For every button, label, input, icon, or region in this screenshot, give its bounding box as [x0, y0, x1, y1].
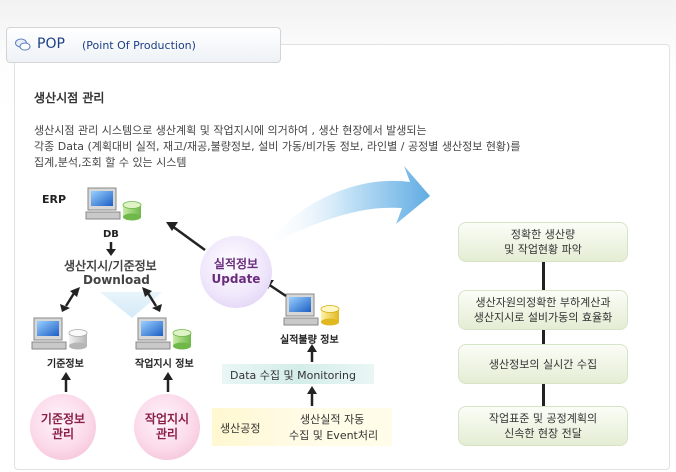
monitoring-label: Data 수집 및 Monitoring	[230, 369, 356, 382]
work-order-mgmt-line1: 작업지시	[144, 412, 190, 426]
auto-collect-line2: 수집 및 Event처리	[289, 429, 379, 442]
section-heading: 생산시점 관리	[34, 91, 105, 105]
base-info-label: 기준정보	[47, 359, 84, 370]
download-funnel	[100, 292, 162, 318]
description-line-1: 생산시점 관리 시스템으로 생산계획 및 작업지시에 의거하여 , 생산 현장에…	[34, 124, 427, 137]
step-connector	[542, 262, 545, 290]
page-title: POP	[37, 36, 65, 52]
db-label: DB	[103, 229, 119, 240]
work-order-info-label: 작업지시 정보	[135, 359, 194, 370]
erp-computer-icon	[85, 187, 142, 221]
benefit-step-1-line2: 및 작업현황 파악	[504, 243, 582, 256]
defect-info-label: 실적불량 정보	[280, 335, 339, 346]
big-curved-arrow-icon	[262, 166, 430, 248]
auto-collect-line1: 생산실적 자동	[300, 413, 365, 426]
description-line-2: 각종 Data (계획대비 실적, 재고/재공,불량정보, 설비 가동/비가동 …	[34, 140, 521, 153]
benefit-step-4-line1: 작업표준 및 공정계획의	[488, 412, 598, 425]
monitoring-band	[222, 364, 374, 384]
benefit-step-2: 생산자원의정확한 부하계산과 생산지시로 설비가동의 효율화	[458, 290, 628, 330]
erp-label: ERP	[42, 193, 67, 206]
result-update-line2: Update	[211, 272, 261, 286]
benefit-step-2-line1: 생산자원의정확한 부하계산과	[475, 296, 611, 309]
benefit-step-4-line2: 신속한 현장 전달	[504, 427, 582, 440]
process-label: 생산공정	[220, 422, 261, 435]
step-connector	[542, 384, 545, 406]
benefit-step-3-line1: 생산정보의 실시간 수집	[488, 357, 598, 371]
download-label-line2: Download	[83, 273, 150, 287]
defect-info-computer-icon	[283, 293, 340, 326]
base-info-management-node: 기준정보 관리	[30, 394, 96, 460]
title-tab: POP (Point Of Production)	[6, 27, 281, 63]
benefit-step-3: 생산정보의 실시간 수집	[458, 344, 628, 384]
production-process-band	[212, 408, 392, 446]
result-update-node: 실적정보 Update	[200, 236, 272, 308]
work-order-computer-icon	[135, 317, 192, 350]
chat-bubble-icon	[15, 38, 31, 51]
base-info-computer-icon	[31, 317, 88, 350]
download-label-line1: 생산지시/기준정보	[64, 259, 157, 273]
work-order-management-node: 작업지시 관리	[134, 394, 200, 460]
base-info-mgmt-line2: 관리	[51, 427, 75, 441]
description-line-3: 집계,분석,조회 할 수 있는 시스템	[34, 156, 187, 169]
step-connector	[542, 330, 545, 344]
benefit-step-1-line1: 정확한 생산량	[510, 228, 576, 241]
base-info-mgmt-line1: 기준정보	[40, 412, 86, 426]
benefit-step-4: 작업표준 및 공정계획의 신속한 현장 전달	[458, 406, 628, 446]
benefit-step-1: 정확한 생산량 및 작업현황 파악	[458, 222, 628, 262]
page-subtitle: (Point Of Production)	[82, 39, 196, 52]
benefit-step-2-line2: 생산지시로 설비가동의 효율화	[473, 311, 613, 324]
flow-arrows	[60, 222, 317, 406]
work-order-mgmt-line2: 관리	[155, 427, 179, 441]
result-update-line1: 실적정보	[213, 257, 259, 271]
